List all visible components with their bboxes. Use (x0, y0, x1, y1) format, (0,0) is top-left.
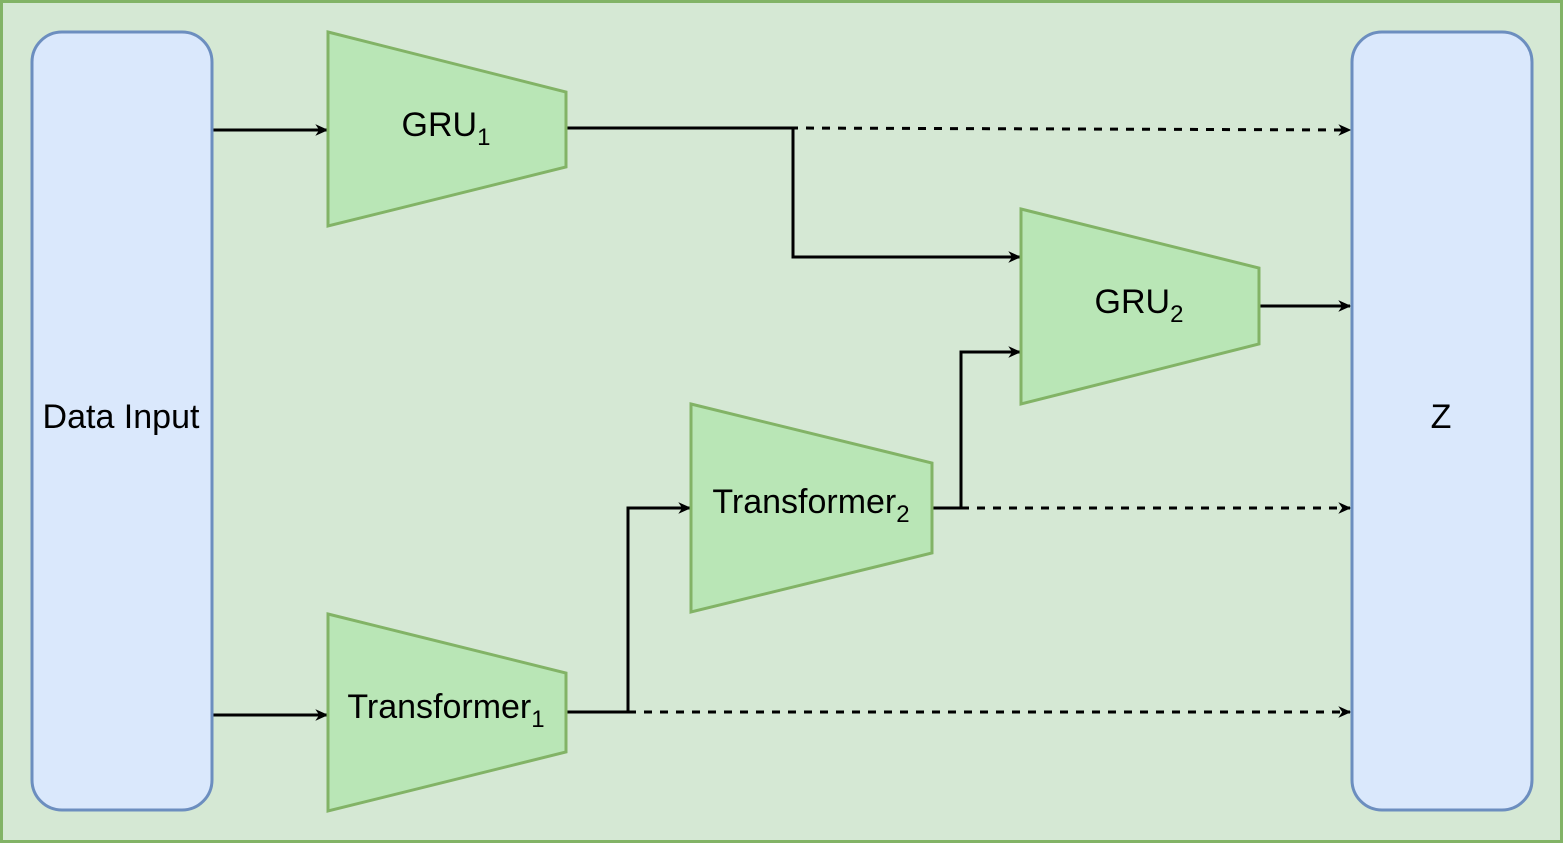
transformer2-block (689, 402, 934, 614)
z-output-label: Z (1431, 398, 1452, 436)
transformer1-label-subscript: 1 (531, 706, 544, 733)
transformer1-label: Transformer1 (347, 688, 544, 733)
edges (213, 124, 1352, 721)
transformer2-label-text: Transformer (712, 483, 896, 521)
gru2-label: GRU2 (1095, 283, 1184, 328)
gru1-label-text: GRU (402, 106, 478, 144)
gru1-label: GRU1 (402, 106, 491, 151)
transformer2-label-subscript: 2 (896, 501, 909, 528)
edge-gru1-to-gru2 (566, 126, 1022, 263)
transformer1-label-text: Transformer (347, 688, 531, 726)
gru1-label-subscript: 1 (477, 124, 490, 151)
edge-transformer1-to-transformer2 (566, 502, 692, 714)
edge-transformer2-to-gru2 (932, 346, 1022, 510)
transformer2-label: Transformer2 (712, 483, 909, 528)
gru2-block (1019, 207, 1261, 406)
gru2-label-text: GRU (1095, 283, 1171, 321)
z-output-box (1350, 30, 1534, 812)
gru2-label-subscript: 2 (1170, 301, 1183, 328)
transformer1-block (326, 612, 568, 813)
data-input-box (30, 30, 214, 812)
data-input-label: Data Input (43, 398, 200, 436)
gru1-block (326, 30, 568, 228)
